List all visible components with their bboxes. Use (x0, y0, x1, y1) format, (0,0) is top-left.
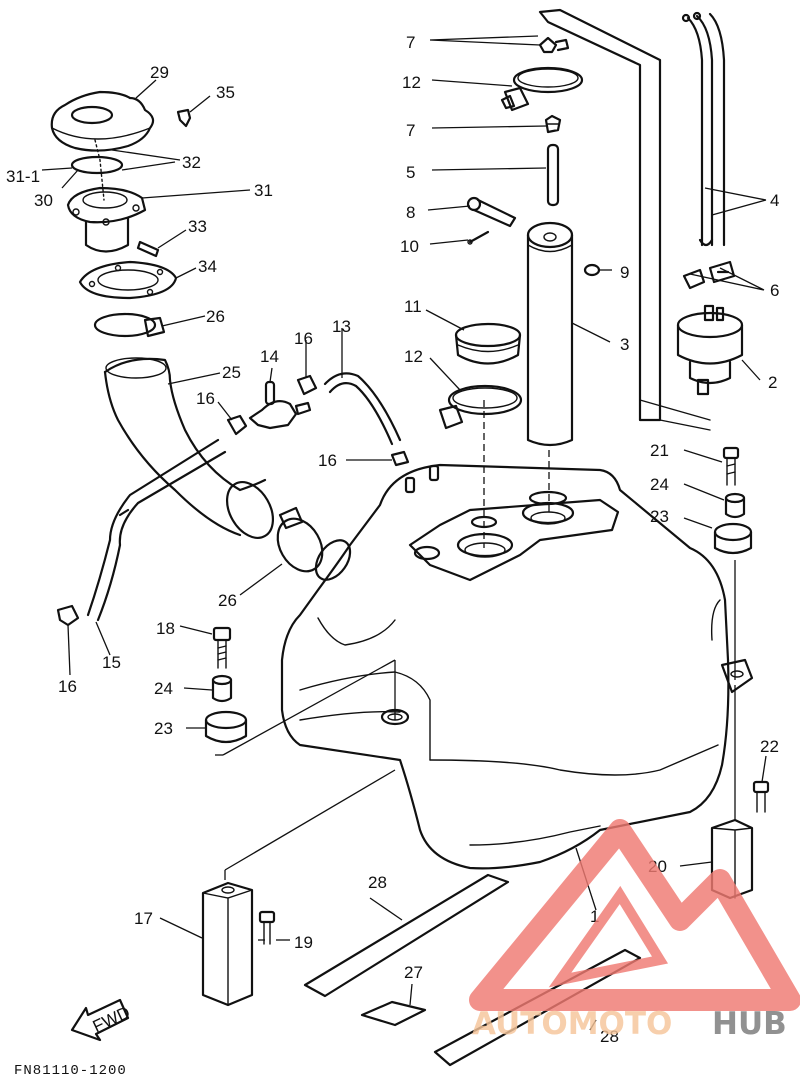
label-12-top: 12 (402, 73, 421, 92)
assembly-lines (215, 400, 736, 941)
label-4: 4 (770, 191, 779, 210)
label-27: 27 (404, 963, 423, 982)
label-17: 17 (134, 909, 153, 928)
fwd-arrow: FWD (70, 998, 133, 1042)
watermark-inner-triangle-icon (548, 885, 669, 988)
vent-hose (56, 372, 410, 627)
label-24-right: 24 (650, 475, 669, 494)
label-31-1: 31-1 (6, 167, 40, 186)
label-12-lower: 12 (404, 347, 423, 366)
label-31: 31 (254, 181, 273, 200)
watermark-text-hub: HUB (712, 1006, 787, 1042)
label-23-left: 23 (154, 719, 173, 738)
label-7-top: 7 (406, 33, 415, 52)
label-16-mid: 16 (318, 451, 337, 470)
label-25: 25 (222, 363, 241, 382)
label-2: 2 (768, 373, 777, 392)
label-18: 18 (156, 619, 175, 638)
label-34: 34 (198, 257, 217, 276)
label-22: 22 (760, 737, 779, 756)
fuel-filter (676, 260, 744, 396)
label-26-top: 26 (206, 307, 225, 326)
filler-cap-assembly (50, 90, 192, 338)
mount-hardware (201, 446, 770, 1007)
label-10: 10 (400, 237, 419, 256)
part-labels: 7 12 7 5 8 10 9 11 12 3 4 6 2 21 24 23 2… (6, 33, 779, 1046)
leader-lines (41, 35, 767, 1031)
label-26-lower: 26 (218, 591, 237, 610)
label-15: 15 (102, 653, 121, 672)
label-8: 8 (406, 203, 415, 222)
label-23-right: 23 (650, 507, 669, 526)
label-28-lower: 28 (600, 1027, 619, 1046)
label-11: 11 (404, 297, 422, 316)
breather-hose (538, 8, 726, 431)
label-13: 13 (332, 317, 351, 336)
label-30: 30 (34, 191, 53, 210)
label-5: 5 (406, 163, 415, 182)
label-28-upper: 28 (368, 873, 387, 892)
label-32: 32 (182, 153, 201, 172)
automotohub-watermark: AUTOMOTO HUB (469, 819, 800, 1042)
watermark-text-automoto: AUTOMOTO (472, 1006, 672, 1042)
label-14: 14 (260, 347, 279, 366)
pump-assembly (438, 36, 601, 447)
label-24-left: 24 (154, 679, 173, 698)
label-21: 21 (650, 441, 669, 460)
label-6: 6 (770, 281, 779, 300)
label-7-lower: 7 (406, 121, 415, 140)
label-9: 9 (620, 263, 629, 282)
label-3: 3 (620, 335, 629, 354)
watermark-triangle-icon (469, 819, 800, 1011)
filler-hose (103, 357, 324, 573)
label-35: 35 (216, 83, 235, 102)
diagram-code: FN81110-1200 (14, 1063, 127, 1079)
label-19: 19 (294, 933, 313, 952)
fuel-tank (280, 463, 754, 870)
label-1: 1 (590, 907, 599, 926)
label-16-left: 16 (196, 389, 215, 408)
label-16-bottom: 16 (58, 677, 77, 696)
label-29: 29 (150, 63, 169, 82)
label-33: 33 (188, 217, 207, 236)
label-16-upper: 16 (294, 329, 313, 348)
